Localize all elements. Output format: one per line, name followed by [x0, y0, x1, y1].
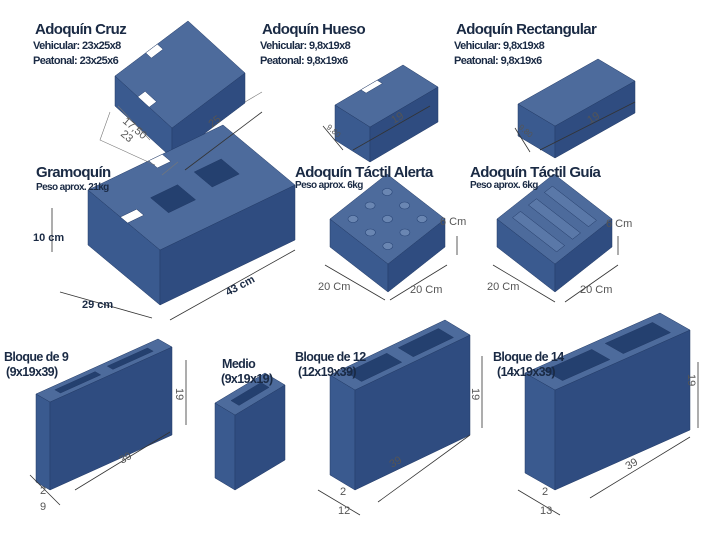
tactile-dot [347, 215, 359, 223]
guide-stripe [544, 185, 597, 227]
bloque12-block-icon [329, 319, 471, 491]
hueso-paver-icon-top-face [334, 64, 439, 128]
cruz-dim-length: 25 [206, 113, 223, 130]
guide-stripe [528, 198, 581, 240]
bloque12-block-icon-end-face [329, 374, 356, 491]
bloque14-hole [543, 349, 611, 381]
bloque9-title: Bloque de 9 [4, 350, 69, 364]
hueso-peatonal-spec: Peatonal: 9,8x19x6 [260, 55, 348, 67]
tactile-dot [381, 188, 393, 196]
block-illustrations [35, 20, 691, 491]
rectangular-dim-length: 19 [585, 110, 602, 127]
bloque14-size: (14x19x39) [497, 365, 555, 379]
hueso-paver-icon [334, 64, 439, 163]
gramoquin-dim-length: 43 cm [224, 273, 257, 298]
gramoquin-notch [119, 208, 145, 224]
bloque14-dim-width: 13 [540, 505, 552, 517]
tactil-alerta-dim-height: 6 Cm [440, 216, 466, 228]
tactile-dot [382, 215, 393, 223]
gramoquin-weight: Peso aprox. 21kg [36, 182, 109, 193]
hueso-vehicular-spec: Vehicular: 9,8x19x8 [260, 40, 351, 52]
cruz-title: Adoquín Cruz [35, 21, 126, 38]
rectangular-paver-icon-top-face [517, 58, 636, 127]
bloque12-dim-length: 39 [388, 454, 405, 471]
hueso-dim-length: 19 [389, 110, 406, 127]
tactil-alerta-paver-icon [329, 173, 446, 293]
tactil-alerta-dim-width: 20 Cm [318, 281, 350, 293]
tactile-dot [364, 201, 376, 210]
medio-block-icon [214, 372, 286, 491]
medio-hole [230, 382, 270, 406]
hueso-notch [360, 79, 383, 94]
bloque9-hole [106, 347, 154, 370]
tactile-dot [382, 242, 394, 250]
tactile-dot [399, 228, 411, 237]
medio-block-icon-end-face [214, 402, 236, 491]
tactile-dot [399, 201, 410, 210]
tactil-guia-dim-length: 20 Cm [580, 284, 612, 296]
rectangular-vehicular-spec: Vehicular: 9,8x19x8 [454, 40, 545, 52]
tactil-alerta-dim-length: 20 Cm [410, 284, 442, 296]
medio-title: Medio [222, 357, 256, 371]
tactil-guia-paver-icon [496, 173, 613, 293]
bloque14-dim-wall: 2 [542, 486, 548, 498]
bloque12-dim-width: 12 [338, 505, 350, 517]
medio-size: (9x19x19) [221, 372, 273, 386]
bloque14-block-icon [524, 312, 691, 491]
gramoquin-hole [150, 184, 197, 214]
bloque14-title: Bloque de 14 [493, 350, 564, 364]
tactil-guia-dim-width: 20 Cm [487, 281, 519, 293]
cruz-notch [145, 43, 164, 59]
cruz-vehicular-spec: Vehicular: 23x25x8 [33, 40, 121, 52]
gramoquin-hole [193, 158, 240, 188]
bloque9-dim-height: 19 [173, 388, 185, 400]
tactile-dot [416, 215, 428, 223]
gramoquin-paver-icon [87, 124, 296, 306]
cruz-peatonal-spec: Peatonal: 23x25x6 [33, 55, 119, 67]
bloque9-hole [54, 371, 102, 394]
gramoquin-dim-width: 29 cm [82, 299, 113, 311]
tactil-alerta-weight: Peso aprox. 6kg [295, 180, 363, 191]
bloque9-dim-length: 39 [118, 450, 135, 467]
gramoquin-paver-icon-top-face [87, 124, 296, 251]
rectangular-paver-icon [517, 58, 636, 159]
bloque9-size: (9x19x39) [6, 365, 58, 379]
gramoquin-dim-height: 10 cm [33, 232, 64, 244]
dimension-lines [29, 91, 699, 516]
bloque14-block-icon-end-face [524, 372, 556, 491]
bloque12-title: Bloque de 12 [295, 350, 366, 364]
bloque12-hole [397, 328, 455, 358]
tactile-dot [365, 228, 376, 237]
gramoquin-title: Gramoquín [36, 164, 111, 181]
bloque14-hole [604, 322, 672, 354]
bloque9-block-icon-end-face [35, 393, 51, 491]
bloque9-dim-width: 9 [40, 501, 46, 513]
cruz-notch [137, 90, 157, 108]
rectangular-title: Adoquín Rectangular [456, 21, 597, 38]
bloque14-dim-height: 19 [685, 374, 697, 386]
bloque9-dim-wall: 2 [40, 485, 46, 497]
rectangular-peatonal-spec: Peatonal: 9,8x19x6 [454, 55, 542, 67]
tactil-guia-title: Adoquín Táctil Guía [470, 164, 602, 181]
tactil-guia-weight: Peso aprox. 6kg [470, 180, 538, 191]
cruz-paver-icon [114, 20, 246, 159]
hueso-title: Adoquín Hueso [262, 21, 365, 38]
bloque14-dim-length: 39 [624, 456, 641, 473]
tactil-alerta-title: Adoquín Táctil Alerta [295, 164, 434, 181]
bloque12-hole [345, 352, 403, 382]
bloque9-block-icon [35, 338, 173, 491]
guide-stripe [512, 211, 565, 253]
bloque12-dim-height: 19 [469, 388, 481, 400]
bloque12-size: (12x19x39) [298, 365, 356, 379]
bloque12-dim-wall: 2 [340, 486, 346, 498]
tactil-guia-dim-height: 6 Cm [606, 218, 632, 230]
